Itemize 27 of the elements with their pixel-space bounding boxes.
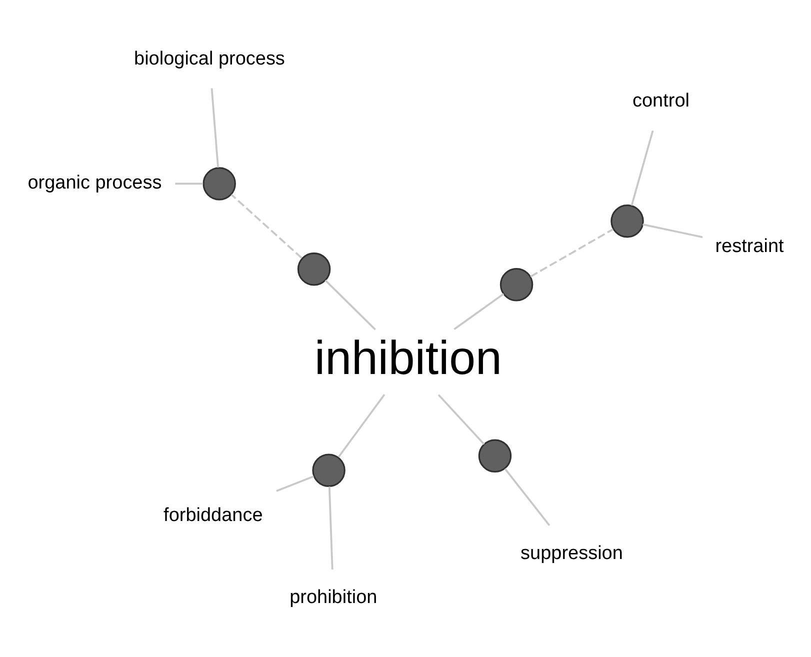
connector <box>530 228 614 277</box>
connector <box>328 486 334 570</box>
connector <box>324 279 376 330</box>
connector <box>630 130 654 206</box>
node-text: forbiddance <box>164 504 263 526</box>
node-circle <box>312 453 346 486</box>
connector <box>276 474 314 492</box>
node-text: biological process <box>134 48 285 70</box>
node-circle <box>478 438 512 472</box>
node-text: restraint <box>715 236 784 257</box>
node-text: control <box>632 90 690 112</box>
node-circle <box>500 268 534 301</box>
node-text: suppression <box>520 542 623 564</box>
connector <box>504 468 550 526</box>
connector <box>338 394 386 458</box>
connector <box>642 222 703 238</box>
connector <box>438 394 485 444</box>
node-text: organic process <box>28 172 162 194</box>
node-circle <box>297 252 331 286</box>
connector <box>175 182 204 184</box>
node-circle <box>202 166 236 200</box>
connector <box>230 193 302 258</box>
connector <box>210 88 219 168</box>
connector <box>454 292 504 330</box>
node-text: inhibition <box>314 331 502 384</box>
node-text: prohibition <box>290 586 378 608</box>
node-circle <box>610 204 644 238</box>
